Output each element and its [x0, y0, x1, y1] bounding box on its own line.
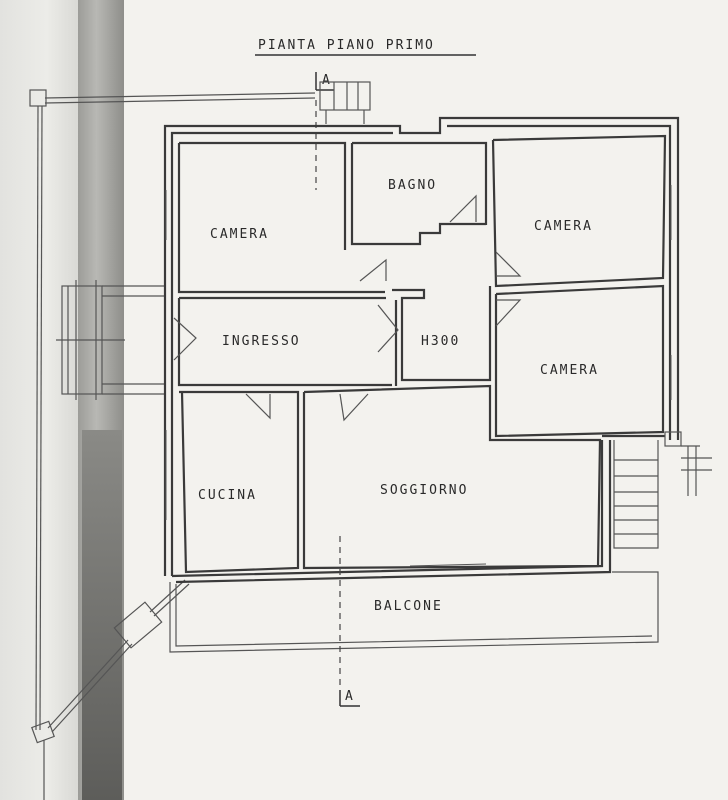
room-label-soggiorno: SOGGIORNO	[380, 483, 468, 498]
plan-title: PIANTA PIANO PRIMO	[258, 38, 435, 53]
left-stair-element	[56, 280, 165, 400]
room-label-h300: H300	[421, 334, 460, 349]
paper-fold-shadow	[82, 430, 122, 800]
site-boundary-lines	[29, 89, 316, 800]
chimney-box	[319, 81, 371, 124]
interior-walls	[177, 134, 667, 574]
room-label-camera-ne: CAMERA	[534, 219, 593, 234]
room-label-camera-e: CAMERA	[540, 363, 599, 378]
section-marker-bottom: A	[339, 536, 360, 707]
room-label-bagno: BAGNO	[388, 178, 437, 193]
svg-text:A: A	[322, 73, 332, 88]
right-stair	[613, 431, 712, 549]
outer-walls	[163, 116, 680, 653]
room-label-cucina: CUCINA	[198, 488, 257, 503]
room-label-balcone: BALCONE	[374, 599, 443, 614]
room-label-camera-nw: CAMERA	[210, 227, 269, 242]
section-marker-top: A	[315, 72, 334, 190]
window-marks	[165, 185, 672, 567]
paper-fold-left	[0, 0, 78, 800]
room-label-ingresso: INGRESSO	[222, 334, 301, 349]
door-swings	[173, 194, 522, 422]
svg-text:A: A	[345, 689, 355, 704]
